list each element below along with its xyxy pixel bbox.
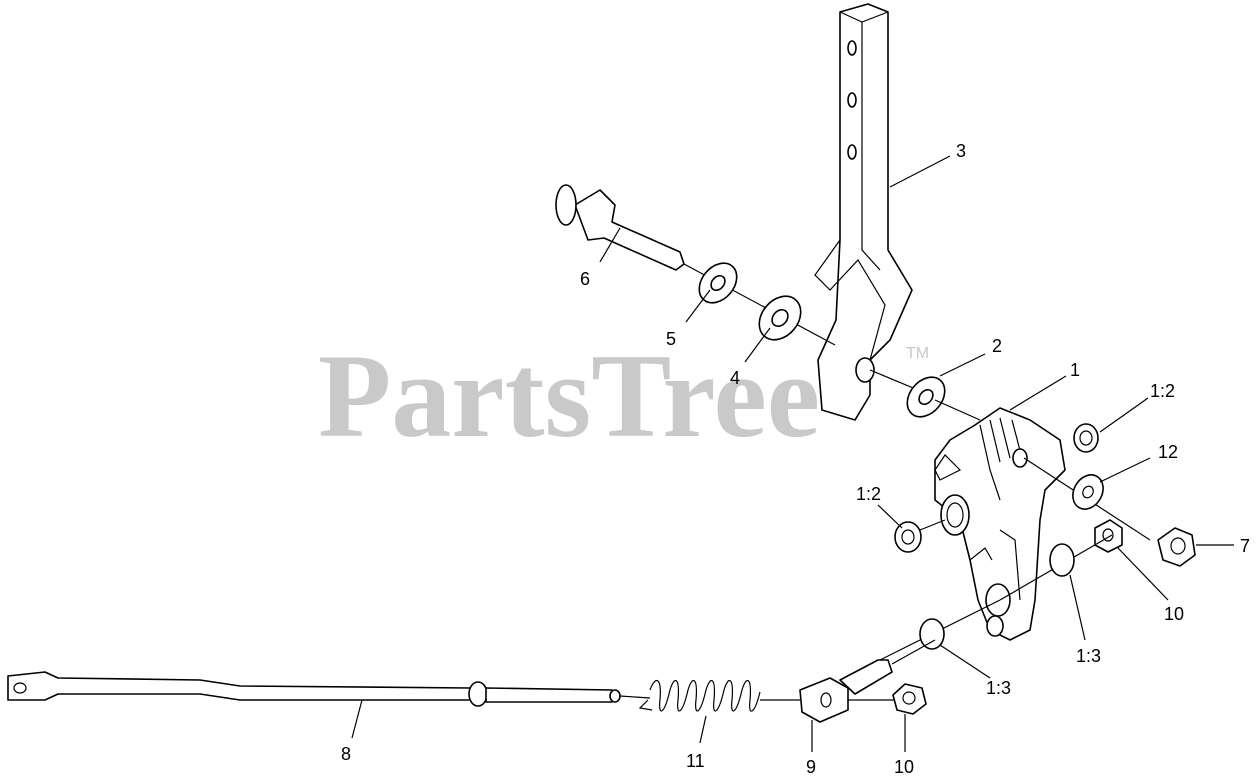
part-12-washer bbox=[1072, 474, 1104, 510]
part-6-bolt bbox=[555, 184, 836, 346]
part-2-washer bbox=[869, 369, 981, 421]
callout-11: 11 bbox=[686, 751, 705, 771]
part-1-2-bushing-lower bbox=[894, 519, 946, 553]
part-11-spring bbox=[638, 680, 800, 712]
part-3-lever-arm bbox=[814, 3, 913, 421]
part-7-nut bbox=[1157, 527, 1196, 567]
callout-2: 2 bbox=[992, 336, 1002, 356]
callout-8: 8 bbox=[341, 744, 351, 764]
watermark-text: PartsTree bbox=[318, 329, 820, 462]
part-1-pivot-bracket bbox=[934, 407, 1066, 641]
callout-9: 9 bbox=[806, 757, 816, 777]
callout-10-right: 10 bbox=[1164, 604, 1184, 624]
callout-4: 4 bbox=[730, 368, 740, 388]
callout-1: 1 bbox=[1070, 360, 1080, 380]
callout-6: 6 bbox=[580, 269, 590, 289]
callout-1-2-lower: 1:2 bbox=[856, 484, 881, 504]
callout-1-3-lower: 1:3 bbox=[986, 678, 1011, 698]
callout-12: 12 bbox=[1158, 442, 1178, 462]
callout-5: 5 bbox=[666, 329, 676, 349]
callout-7: 7 bbox=[1240, 536, 1250, 556]
leader-lines bbox=[351, 155, 1234, 752]
callout-3: 3 bbox=[956, 141, 966, 161]
part-5-washer bbox=[698, 262, 738, 304]
part-1-3-spacer-lower bbox=[879, 599, 1001, 661]
callout-1-3-right: 1:3 bbox=[1076, 646, 1101, 666]
callout-1-2-upper: 1:2 bbox=[1150, 381, 1175, 401]
part-1-3-spacer-upper bbox=[999, 534, 1113, 601]
part-10-nut-lower bbox=[892, 683, 927, 715]
watermark-trademark: TM bbox=[906, 345, 929, 362]
callout-10-lower: 10 bbox=[894, 757, 914, 777]
part-10-nut-right bbox=[1094, 519, 1123, 553]
part-9-swivel bbox=[799, 639, 936, 723]
part-8-control-rod bbox=[7, 671, 651, 707]
